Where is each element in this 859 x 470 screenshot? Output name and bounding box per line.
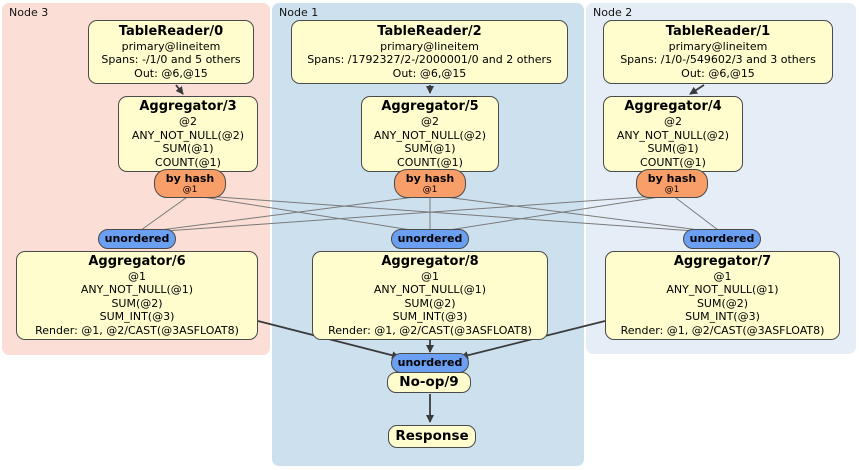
processor-aggregator-4: Aggregator/4 @2 ANY_NOT_NULL(@2) SUM(@1)… [603, 96, 743, 172]
processor-row: primary@lineitem [380, 39, 479, 53]
processor-title: No-op/9 [399, 374, 459, 390]
processor-row: SUM(@2) [404, 296, 456, 310]
router-label: by hash [647, 171, 697, 185]
edge-byhash5-unordered-n2 [429, 194, 723, 234]
edge-byhash4-unordered-n2 [671, 194, 723, 234]
processor-row: Render: @1, @2/CAST(@3ASFLOAT8) [620, 323, 825, 337]
processor-row: ANY_NOT_NULL(@2) [131, 128, 245, 142]
processor-row: SUM(@2) [111, 296, 163, 310]
edge-tablereader1-aggregator4 [689, 84, 705, 95]
processor-row: SUM_INT(@3) [392, 310, 468, 324]
router-detail: @1 [664, 184, 680, 195]
router-by-hash-5: by hash @1 [394, 169, 466, 198]
processor-row: ANY_NOT_NULL(@1) [666, 283, 779, 297]
processor-row: COUNT(@1) [640, 155, 706, 169]
processor-row: @1 [128, 269, 146, 283]
router-label: unordered [689, 232, 755, 245]
processor-tablereader-2: TableReader/2 primary@lineitem Spans: /1… [291, 20, 568, 84]
processor-title: Aggregator/4 [624, 99, 722, 114]
processor-title: Response [395, 428, 469, 444]
edge-byhash4-unordered-n3 [136, 194, 673, 234]
processor-row: Spans: -/1/0 and 5 others [101, 53, 241, 67]
edge-byhash3-unordered-n1 [189, 194, 431, 234]
processor-row: Out: @6,@15 [392, 66, 467, 80]
processor-row: SUM(@1) [647, 142, 699, 155]
processor-noop-9: No-op/9 [387, 372, 471, 393]
processor-row: primary@lineitem [668, 39, 768, 53]
processor-row: SUM_INT(@3) [685, 310, 760, 324]
router-unordered-node1: unordered [391, 229, 469, 249]
edge-byhash5-unordered-n3 [136, 194, 431, 234]
processor-aggregator-6: Aggregator/6 @1 ANY_NOT_NULL(@1) SUM(@2)… [16, 251, 258, 340]
processor-row: ANY_NOT_NULL(@1) [80, 283, 194, 297]
region-node-1-label: Node 1 [279, 6, 319, 19]
router-label: unordered [104, 232, 170, 245]
processor-tablereader-0: TableReader/0 primary@lineitem Spans: -/… [88, 20, 254, 84]
processor-row: ANY_NOT_NULL(@1) [373, 283, 487, 297]
processor-aggregator-3: Aggregator/3 @2 ANY_NOT_NULL(@2) SUM(@1)… [118, 96, 258, 172]
edge-tablereader0-aggregator3 [175, 84, 184, 95]
processor-aggregator-8: Aggregator/8 @1 ANY_NOT_NULL(@1) SUM(@2)… [312, 251, 548, 340]
edge-byhash4-unordered-n1 [429, 194, 673, 234]
processor-row: @2 [664, 115, 682, 128]
processor-row: COUNT(@1) [397, 155, 463, 169]
processor-row: SUM(@2) [696, 296, 749, 310]
processor-title: TableReader/0 [118, 23, 224, 39]
processor-row: ANY_NOT_NULL(@2) [616, 128, 730, 142]
router-by-hash-4: by hash @1 [636, 169, 708, 198]
region-node-2-label: Node 2 [593, 6, 633, 19]
processor-row: Spans: /1792327/2-/2000001/0 and 2 other… [307, 53, 552, 67]
router-unordered-node2: unordered [683, 229, 761, 249]
router-detail: @1 [422, 184, 438, 195]
processor-row: Spans: /1/0-/549602/3 and 3 others [620, 53, 816, 67]
processor-title: Aggregator/8 [381, 253, 479, 269]
processor-row: ANY_NOT_NULL(@2) [373, 128, 487, 142]
router-label: by hash [165, 171, 215, 185]
edge-byhash3-unordered-n2 [189, 194, 723, 234]
processor-row: SUM(@1) [404, 142, 456, 155]
region-node-3-label: Node 3 [9, 6, 49, 19]
processor-title: Aggregator/5 [381, 99, 479, 114]
router-by-hash-3: by hash @1 [154, 169, 226, 198]
processor-row: @1 [421, 269, 439, 283]
processor-row: @2 [421, 115, 439, 128]
processor-tablereader-1: TableReader/1 primary@lineitem Spans: /1… [603, 20, 833, 84]
processor-row: @1 [713, 269, 732, 283]
processor-title: Aggregator/3 [139, 99, 237, 114]
processor-aggregator-5: Aggregator/5 @2 ANY_NOT_NULL(@2) SUM(@1)… [361, 96, 499, 172]
processor-aggregator-7: Aggregator/7 @1 ANY_NOT_NULL(@1) SUM(@2)… [605, 251, 840, 340]
processor-title: TableReader/2 [377, 23, 482, 39]
router-label: unordered [397, 356, 463, 369]
processor-title: Aggregator/7 [673, 253, 772, 269]
processor-row: COUNT(@1) [155, 155, 221, 169]
processor-row: @2 [179, 115, 197, 128]
router-detail: @1 [182, 184, 198, 195]
edge-byhash3-unordered-n3 [136, 194, 191, 234]
processor-row: primary@lineitem [121, 39, 221, 53]
processor-row: SUM(@1) [162, 142, 214, 155]
router-label: unordered [397, 232, 463, 245]
processor-row: Render: @1, @2/CAST(@3ASFLOAT8) [328, 323, 532, 337]
processor-row: Out: @6,@15 [681, 66, 755, 80]
processor-row: Render: @1, @2/CAST(@3ASFLOAT8) [35, 323, 239, 337]
router-unordered-final: unordered [391, 353, 469, 373]
router-unordered-node3: unordered [98, 229, 176, 249]
processor-row: Out: @6,@15 [134, 66, 208, 80]
processor-row: SUM_INT(@3) [99, 310, 175, 324]
processor-response: Response [388, 425, 476, 448]
processor-title: Aggregator/6 [88, 253, 186, 269]
router-label: by hash [405, 171, 455, 185]
processor-title: TableReader/1 [665, 23, 771, 39]
